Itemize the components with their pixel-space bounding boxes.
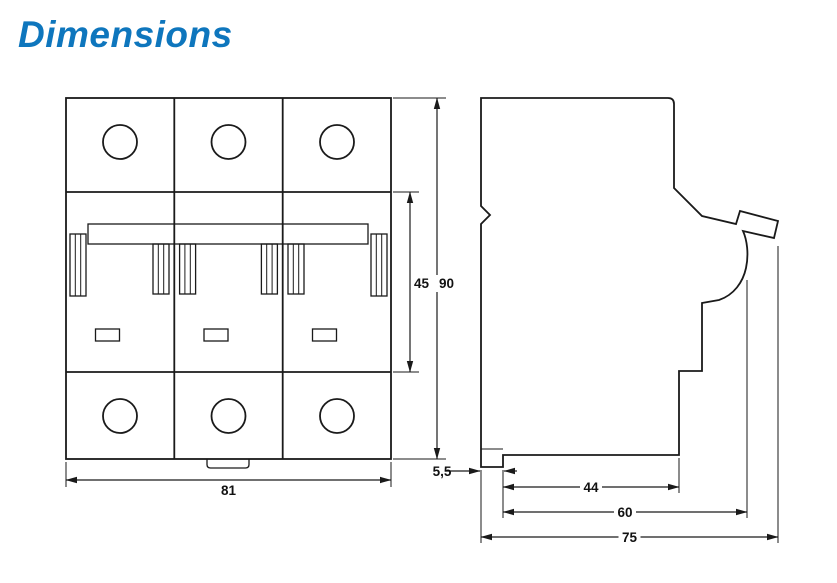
dim-label-clip-foot: 5,5 <box>433 464 452 479</box>
toggle-handle-slat <box>370 233 388 297</box>
label-window <box>94 328 121 342</box>
side-view <box>480 97 780 468</box>
toggle-handle <box>287 243 305 295</box>
toggle-handle-slat <box>152 243 170 295</box>
terminal-screw-icon <box>102 124 138 160</box>
dimension-5-5: 5,5 <box>433 464 517 479</box>
din-clip-tab <box>206 459 250 469</box>
toggle-handle <box>152 243 170 295</box>
dim-label-body-depth: 60 <box>617 505 632 520</box>
dim-label-total-depth: 75 <box>622 530 638 545</box>
dimension-75: 75 <box>480 529 779 545</box>
dim-label-base-depth: 44 <box>583 480 599 495</box>
label-mask <box>411 275 432 292</box>
terminal-screw-icon <box>319 398 355 434</box>
page-title: Dimensions <box>18 14 233 55</box>
label-mask <box>614 504 636 520</box>
toggle-handle <box>260 243 279 295</box>
toggle-handle-slat <box>287 243 305 295</box>
dimension-60: 60 <box>502 504 748 520</box>
toggle-handle <box>370 233 388 297</box>
label-mask <box>618 529 641 545</box>
label-window <box>311 328 338 342</box>
toggle-handle-slat <box>178 243 197 295</box>
dimension-90: 90 <box>433 97 457 460</box>
label-mask <box>580 479 602 495</box>
extension-lines <box>65 97 779 543</box>
toggle-handle <box>69 233 87 297</box>
side-profile-outline <box>480 97 780 468</box>
toggle-tie-bar <box>87 223 369 245</box>
dim-label-toggle-height: 45 <box>414 276 430 291</box>
dimension-81: 81 <box>65 476 392 498</box>
dim-label-height: 90 <box>439 276 454 291</box>
terminal-screw-icon <box>210 124 247 160</box>
front-view <box>65 97 392 469</box>
dim-label-width: 81 <box>221 483 237 498</box>
terminal-screw-icon <box>210 398 247 434</box>
dimension-45: 45 <box>406 191 432 373</box>
front-view-outline <box>65 97 392 460</box>
label-window <box>203 328 229 342</box>
terminal-screw-icon <box>319 124 355 160</box>
dimension-44: 44 <box>502 479 680 495</box>
toggle-handle-slat <box>260 243 279 295</box>
terminal-screw-icon <box>102 398 138 434</box>
label-mask <box>436 275 457 292</box>
toggle-handle-slat <box>69 233 87 297</box>
toggle-handle <box>178 243 197 295</box>
